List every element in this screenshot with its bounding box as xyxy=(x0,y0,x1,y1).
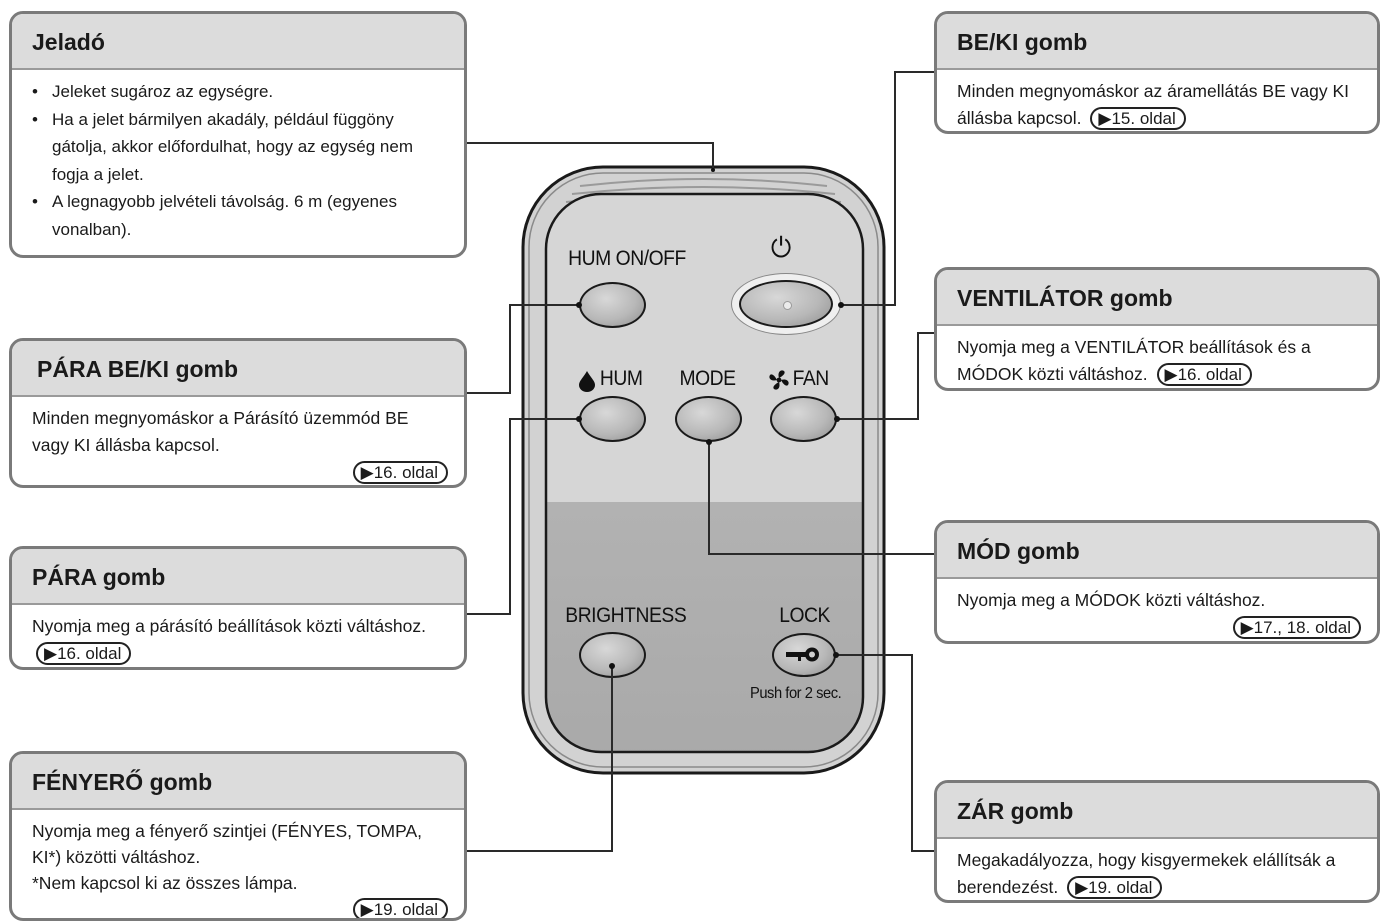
mode-button[interactable] xyxy=(675,396,742,442)
brightness-label: BRIGHTNESS xyxy=(565,604,687,627)
list-item: Jeleket sugároz az egységre. xyxy=(32,78,450,106)
hum-onoff-title: PÁRA BE/KI gomb xyxy=(12,341,464,397)
brightness-text: Nyomja meg a fényerő szintjei (FÉNYES, T… xyxy=(32,821,422,867)
mode-label: MODE xyxy=(679,367,736,390)
brightness-button[interactable] xyxy=(579,632,646,678)
power-led xyxy=(783,301,792,310)
fan-label: FAN xyxy=(792,367,830,390)
mode-box: MÓD gomb Nyomja meg a MÓDOK közti váltás… xyxy=(934,520,1380,644)
transmitter-list: Jeleket sugároz az egységre. Ha a jelet … xyxy=(32,78,450,243)
lock-title: ZÁR gomb xyxy=(937,783,1377,839)
lock-button[interactable] xyxy=(772,633,836,677)
hum-button[interactable] xyxy=(579,396,646,442)
hum-text: Nyomja meg a párásító beállítások közti … xyxy=(32,616,426,636)
mode-title: MÓD gomb xyxy=(937,523,1377,579)
lock-label: LOCK xyxy=(779,604,830,627)
lock-box: ZÁR gomb Megakadályozza, hogy kisgyermek… xyxy=(934,780,1380,903)
brightness-note: *Nem kapcsol ki az összes lámpa. xyxy=(32,873,298,893)
hum-label: HUM xyxy=(599,367,643,390)
fan-page-ref[interactable]: ▶16. oldal xyxy=(1156,363,1252,386)
lock-page-ref[interactable]: ▶19. oldal xyxy=(1067,876,1163,899)
list-item: Ha a jelet bármilyen akadály, például fü… xyxy=(32,106,450,189)
hum-title: PÁRA gomb xyxy=(12,549,464,605)
fan-title: VENTILÁTOR gomb xyxy=(937,270,1377,326)
hum-onoff-label: HUM ON/OFF xyxy=(568,247,686,270)
hum-box: PÁRA gomb Nyomja meg a párásító beállítá… xyxy=(9,546,467,670)
mode-text: Nyomja meg a MÓDOK közti váltáshoz. xyxy=(957,590,1266,610)
hum-page-ref[interactable]: ▶16. oldal xyxy=(36,642,132,665)
power-text: Minden megnyomáskor az áramellátás BE va… xyxy=(957,81,1349,128)
key-icon xyxy=(786,647,819,662)
lock-hint: Push for 2 sec. xyxy=(749,685,842,702)
lock-text: Megakadályozza, hogy kisgyermekek elállí… xyxy=(957,850,1336,897)
fan-icon xyxy=(769,370,789,390)
hum-onoff-button[interactable] xyxy=(579,282,646,328)
fan-box: VENTILÁTOR gomb Nyomja meg a VENTILÁTOR … xyxy=(934,267,1380,391)
brightness-box: FÉNYERŐ gomb Nyomja meg a fényerő szintj… xyxy=(9,751,467,921)
drop-icon xyxy=(579,371,595,392)
brightness-title: FÉNYERŐ gomb xyxy=(12,754,464,810)
power-icon: ⏻ xyxy=(770,232,791,263)
list-item: A legnagyobb jelvételi távolság. 6 m (eg… xyxy=(32,188,450,243)
brightness-page-ref[interactable]: ▶19. oldal xyxy=(352,898,448,918)
fan-text: Nyomja meg a VENTILÁTOR beállítások és a… xyxy=(957,337,1311,384)
power-button[interactable] xyxy=(739,280,833,328)
transmitter-box: Jeladó Jeleket sugároz az egységre. Ha a… xyxy=(9,11,467,258)
transmitter-title: Jeladó xyxy=(12,14,464,70)
power-box: BE/KI gomb Minden megnyomáskor az áramel… xyxy=(934,11,1380,134)
hum-onoff-text: Minden megnyomáskor a Párásító üzemmód B… xyxy=(32,408,409,455)
mode-page-ref[interactable]: ▶17., 18. oldal xyxy=(1232,616,1361,639)
hum-onoff-box: PÁRA BE/KI gomb Minden megnyomáskor a Pá… xyxy=(9,338,467,488)
power-title: BE/KI gomb xyxy=(937,14,1377,70)
hum-onoff-page-ref[interactable]: ▶16. oldal xyxy=(352,461,448,484)
power-page-ref[interactable]: ▶15. oldal xyxy=(1090,107,1186,130)
